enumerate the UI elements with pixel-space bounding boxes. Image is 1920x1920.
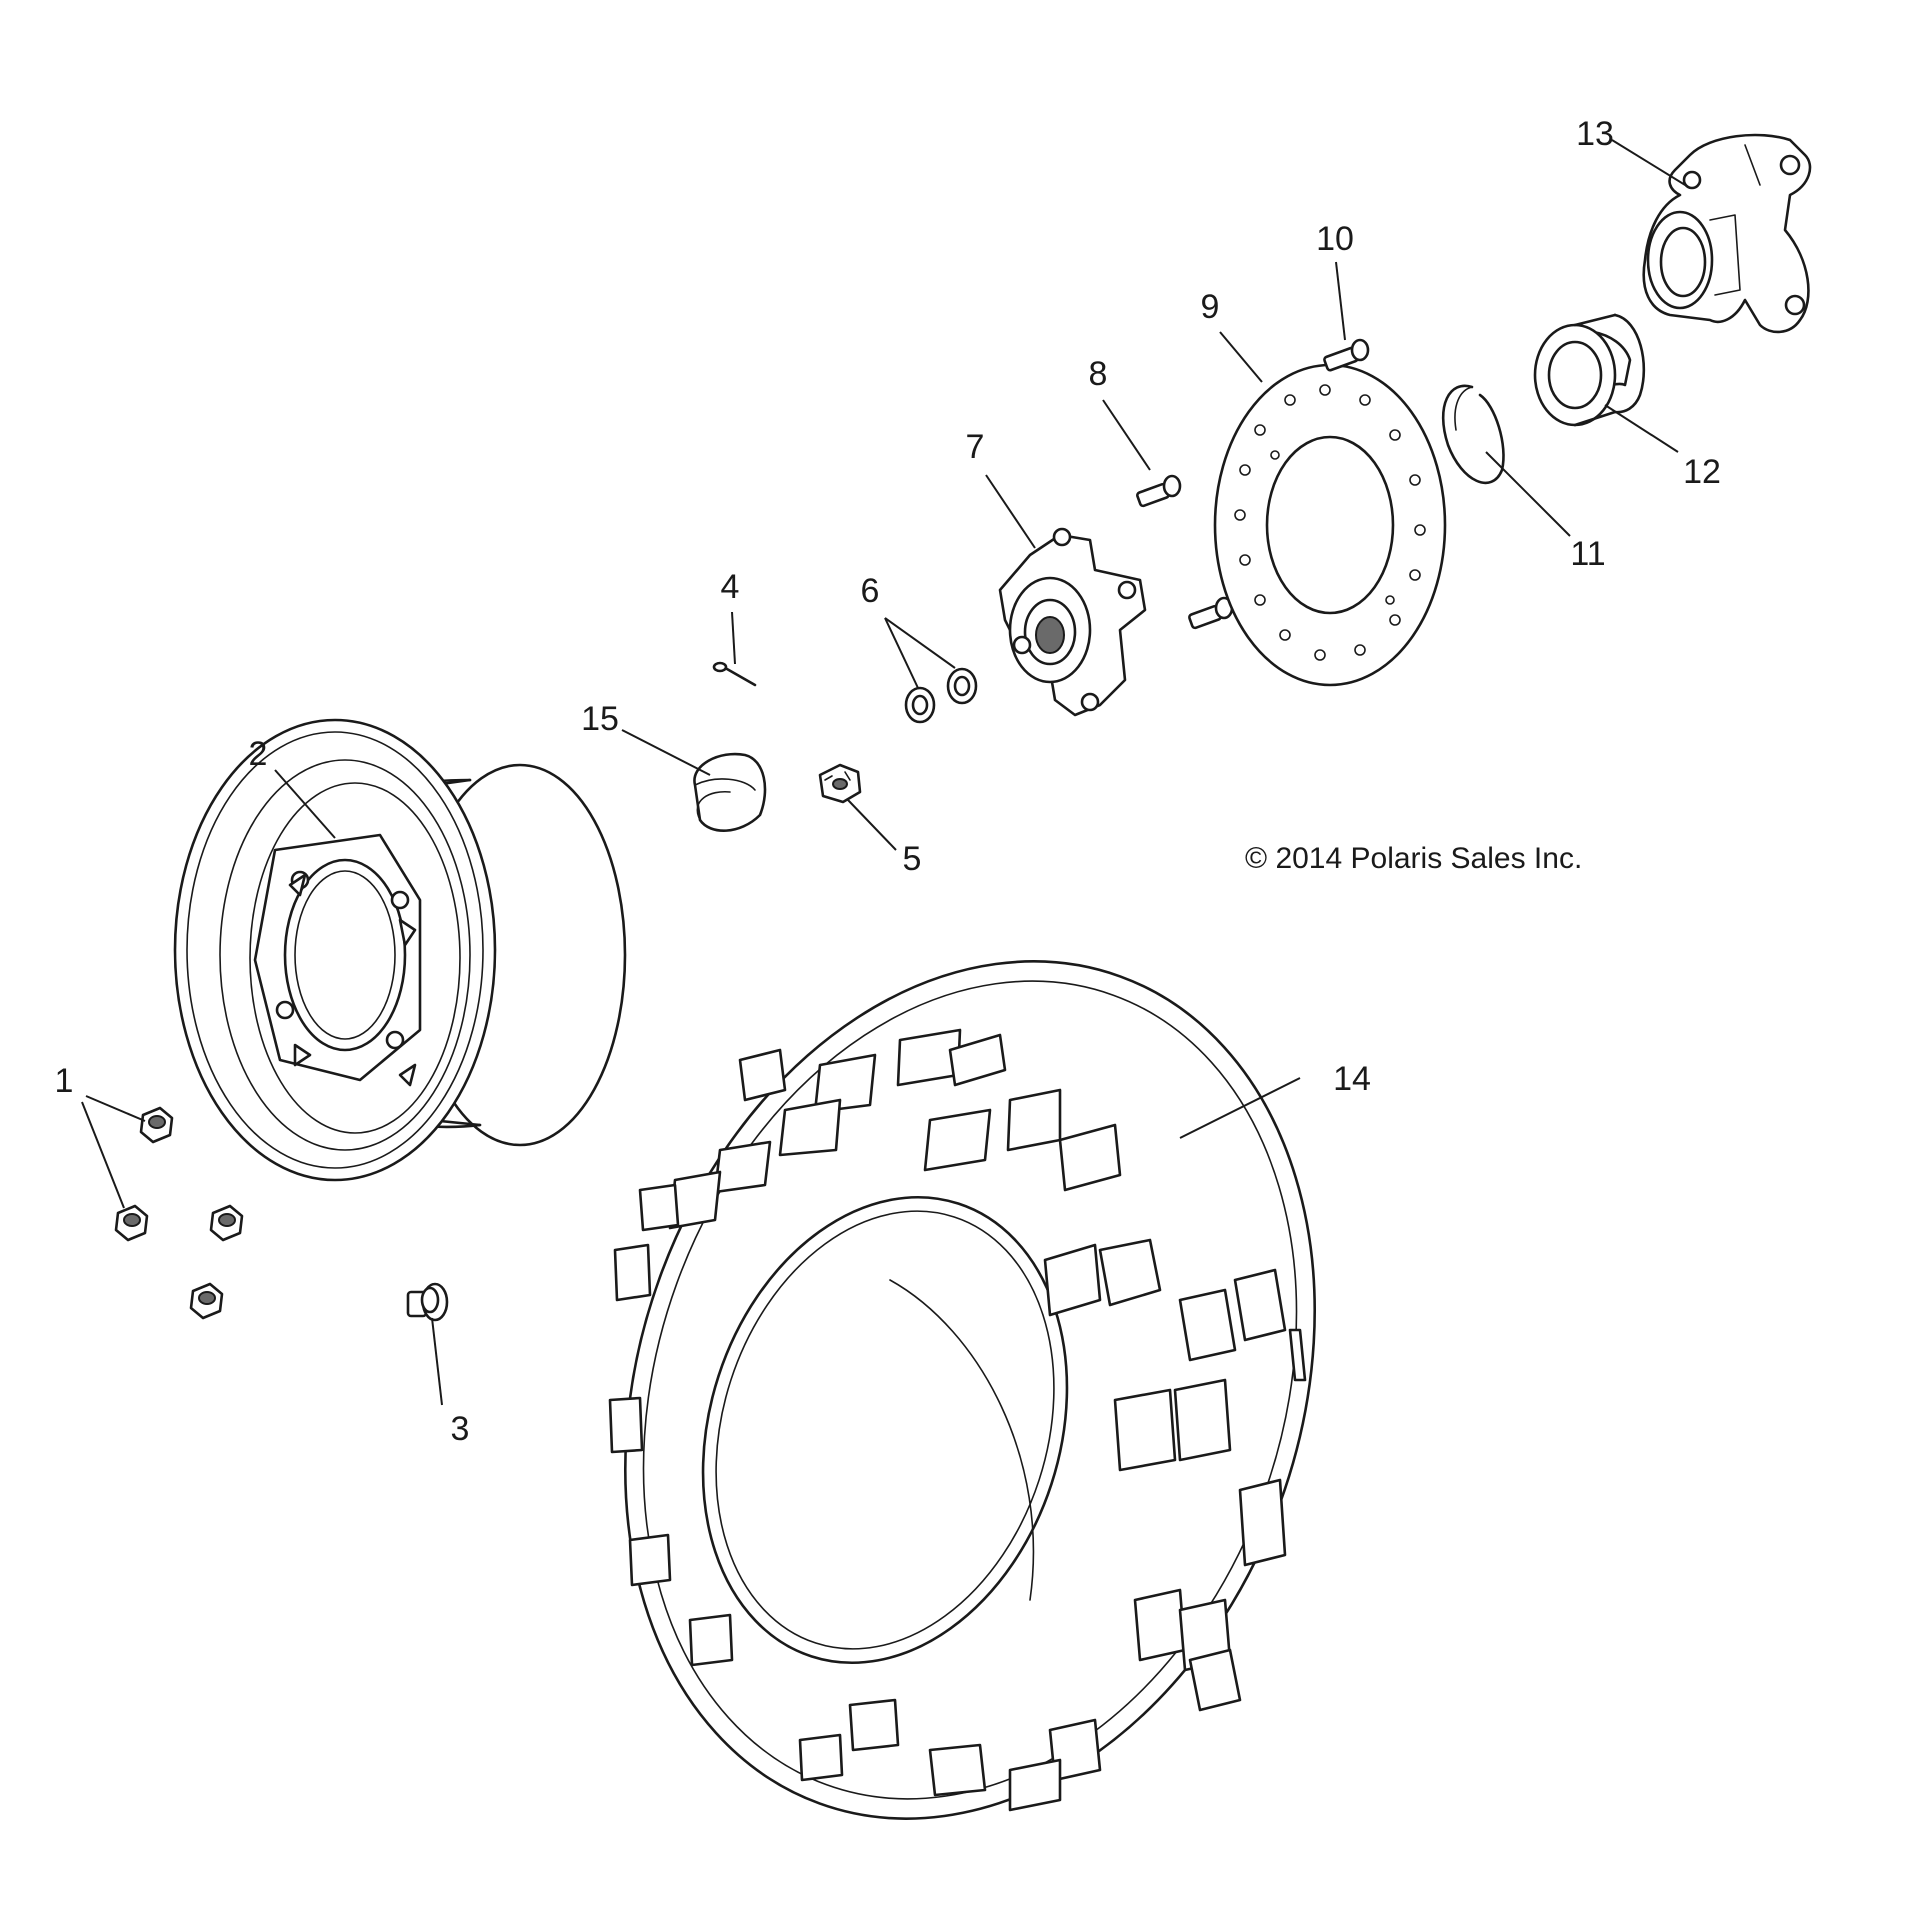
callout-13: 13 [1576,115,1614,153]
callout-14: 14 [1333,1060,1371,1098]
lug-nuts [114,1106,244,1320]
callout-4: 4 [721,568,740,606]
bearing-carrier [1642,133,1812,334]
callout-12: 12 [1683,453,1721,491]
leader-lines [81,139,1691,1406]
valve-stem [406,1282,449,1322]
callout-11: 11 [1570,535,1605,573]
callout-8: 8 [1089,355,1108,393]
hub-cap [693,752,767,832]
disc-holes [1234,384,1426,661]
callout-2: 2 [249,735,268,773]
callout-1: 1 [55,1062,74,1100]
cotter-pin [712,661,757,687]
tire [608,960,1316,1820]
callout-10: 10 [1316,220,1354,258]
callout-9: 9 [1201,288,1220,326]
copyright-notice: © 2014 Polaris Sales Inc. [1245,842,1582,875]
wheel-rim [173,718,627,1182]
retaining-ring [1441,384,1505,484]
brake-disc [1213,363,1447,687]
brake-bolt [1323,338,1370,372]
wheel-hub [998,527,1147,717]
callout-15: 15 [581,700,619,738]
castle-nut [818,763,862,804]
callout-3: 3 [451,1410,470,1448]
tire-tread-lugs [608,1028,1307,1812]
callout-7: 7 [966,428,985,466]
callout-labels: 1 2 3 4 5 6 7 8 9 10 11 12 13 14 15 [55,115,1721,1448]
wheel-bearing [1533,313,1646,427]
washers [904,667,978,724]
callout-5: 5 [903,840,922,878]
callout-6: 6 [861,572,880,610]
rotor-bolts [1136,474,1234,630]
